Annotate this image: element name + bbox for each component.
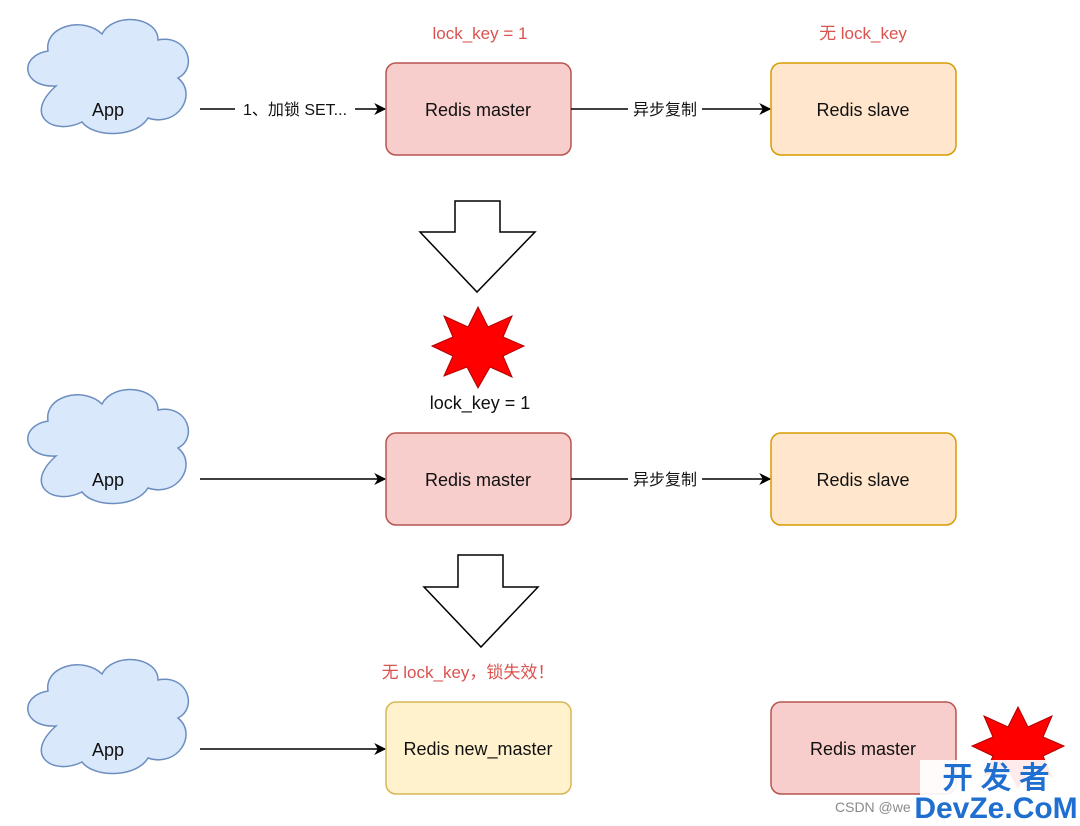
site-watermark: 开 发 者 DevZe.CoM: [914, 760, 1080, 826]
row3-new-master-note: 无 lock_key，锁失效！: [382, 663, 555, 682]
row2-repl-label: 异步复制: [633, 471, 697, 489]
crash-burst-icon: [430, 305, 526, 390]
row2-master-label: Redis master: [425, 470, 531, 490]
row2-redis-master: Redis master: [385, 432, 572, 526]
row2-redis-slave: Redis slave: [770, 432, 957, 526]
row3-new-master-label: Redis new_master: [403, 739, 552, 760]
row2-app-cloud: App: [27, 388, 189, 505]
row1-master-label: Redis master: [425, 100, 531, 120]
row3-app-cloud: App: [27, 658, 189, 775]
row2-slave-label: Redis slave: [816, 470, 909, 490]
row3-old-redis-master: Redis master: [770, 701, 957, 795]
row1-app-cloud: App: [27, 18, 189, 135]
row1-repl-label: 异步复制: [633, 101, 697, 119]
row1-redis-master: Redis master: [385, 62, 572, 156]
row1-redis-slave: Redis slave: [770, 62, 957, 156]
row3-old-master-label: Redis master: [810, 739, 916, 759]
watermark-bottom: DevZe.CoM: [914, 792, 1077, 825]
row2-app-label: App: [92, 470, 124, 490]
row3-redis-new-master: Redis new_master: [385, 701, 572, 795]
down-arrow-1: [418, 200, 537, 294]
row1-slave-label: Redis slave: [816, 100, 909, 120]
csdn-watermark: CSDN @we: [835, 799, 911, 815]
crash-note: lock_key = 1: [430, 393, 531, 414]
row1-master-note: lock_key = 1: [433, 24, 528, 43]
row1-app-label: App: [92, 100, 124, 120]
row1-lock-label: 1、加锁 SET...: [243, 101, 347, 119]
watermark-top: 开 发 者: [943, 762, 1050, 795]
row3-app-label: App: [92, 740, 124, 760]
down-arrow-2: [422, 554, 540, 649]
row1-slave-note: 无 lock_key: [819, 24, 907, 43]
